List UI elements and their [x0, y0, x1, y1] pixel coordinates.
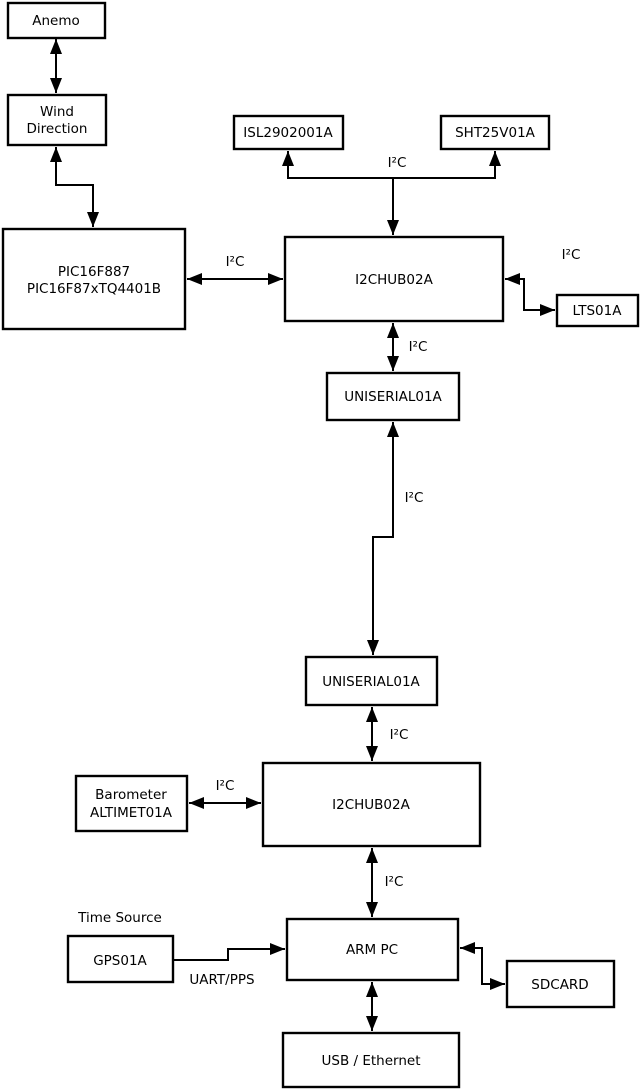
box-sdcard: SDCARD [505, 959, 616, 1009]
barometer-label-line1: Barometer [95, 787, 167, 803]
uniserial2-box [304, 655, 439, 707]
i2c-label-barometer-hub2: I²C [216, 778, 235, 794]
box-wind-direction: Wind Direction [6, 93, 108, 147]
box-lts: LTS01A [555, 293, 640, 328]
edge-labels: I²C I²C I²C I²C I²C I²C I²C I²C UART/PPS [189, 155, 580, 988]
usb-ethernet-box [281, 1031, 461, 1089]
barometer-label-line2: ALTIMET01A [90, 805, 173, 821]
uniserial1-label: UNISERIAL01A [344, 389, 442, 405]
sdcard-label: SDCARD [531, 977, 588, 993]
box-i2chub-2: I2CHUB02A [261, 761, 482, 848]
edges [50, 39, 555, 1031]
edge-i2chub1-isl-sht-branch [282, 151, 501, 179]
anemo-label: Anemo [32, 13, 80, 29]
i2chub1-box [283, 235, 505, 323]
i2c-label-hub1-sensors: I²C [388, 155, 407, 171]
edge-uniserial1-uniserial2 [367, 422, 399, 655]
pic-label-line2: PIC16F87xTQ4401B [27, 281, 161, 297]
box-sht: SHT25V01A [439, 114, 551, 151]
sht-box [439, 114, 551, 151]
uart-pps-label: UART/PPS [189, 972, 254, 988]
i2c-label-hub1-uniserial1: I²C [409, 339, 428, 355]
wind-direction-label-line1: Wind [40, 104, 74, 120]
i2c-label-uniserial-link: I²C [405, 490, 424, 506]
arm-pc-label: ARM PC [346, 942, 398, 958]
pic-label-line1: PIC16F887 [58, 264, 130, 280]
gps-label: GPS01A [93, 953, 147, 969]
wind-direction-box [6, 93, 108, 147]
i2c-label-pic-hub1: I²C [226, 254, 245, 270]
gps-box [66, 934, 175, 984]
box-i2chub-1: I2CHUB02A [283, 235, 505, 323]
isl-box [232, 114, 345, 151]
sdcard-box [505, 959, 616, 1009]
isl-label: ISL2902001A [243, 125, 333, 141]
uniserial1-box [325, 371, 461, 422]
box-anemo: Anemo [6, 1, 107, 40]
pic-box [1, 227, 187, 331]
uniserial2-label: UNISERIAL01A [322, 674, 420, 690]
usb-ethernet-label: USB / Ethernet [322, 1053, 421, 1069]
box-barometer: Barometer ALTIMET01A [74, 774, 189, 833]
lts-box [555, 293, 640, 328]
i2c-label-uniserial2-hub2: I²C [390, 727, 409, 743]
box-arm-pc: ARM PC [285, 917, 460, 982]
box-uniserial-2: UNISERIAL01A [304, 655, 439, 707]
i2chub2-label: I2CHUB02A [332, 797, 410, 813]
box-isl: ISL2902001A [232, 114, 345, 151]
box-gps: Time Source GPS01A [66, 910, 175, 984]
edge-armpc-sdcard [460, 942, 505, 990]
barometer-box [74, 774, 189, 833]
box-uniserial-1: UNISERIAL01A [325, 371, 461, 422]
edge-i2chub1-lts [505, 273, 555, 316]
lts-label: LTS01A [573, 303, 623, 319]
i2c-label-hub1-lts: I²C [562, 247, 581, 263]
sht-label: SHT25V01A [455, 125, 536, 141]
i2chub2-box [261, 761, 482, 848]
i2c-label-hub2-armpc: I²C [385, 874, 404, 890]
edge-wind-direction-pic [50, 147, 99, 227]
arm-pc-box [285, 917, 460, 982]
i2chub1-label: I2CHUB02A [355, 272, 433, 288]
box-usb-ethernet: USB / Ethernet [281, 1031, 461, 1089]
box-pic: PIC16F887 PIC16F87xTQ4401B [1, 227, 187, 331]
edge-gps-armpc [174, 943, 285, 961]
time-source-caption: Time Source [77, 910, 162, 926]
anemo-box [6, 1, 107, 40]
wind-direction-label-line2: Direction [27, 121, 88, 137]
